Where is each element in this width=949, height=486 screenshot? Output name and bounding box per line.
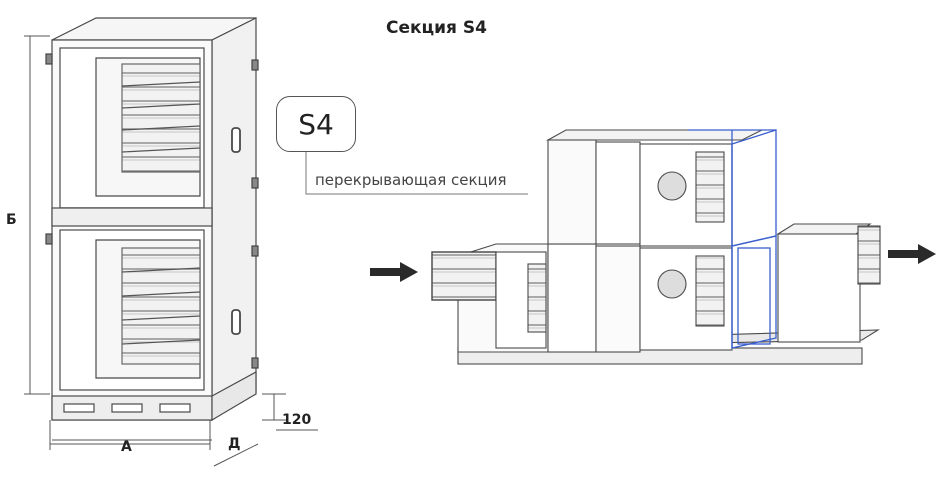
upper-module-2 [595, 141, 641, 245]
inlet-arrow-icon [370, 262, 418, 282]
dimension-lines [24, 35, 318, 467]
base-height-label: 120 [282, 412, 312, 428]
airflow-arrows [370, 244, 936, 282]
upper-block-top [545, 129, 763, 141]
section-badge: S4 [276, 96, 356, 152]
width-dimension-label: А [121, 439, 132, 455]
upper-damper [121, 63, 201, 173]
outlet-damper [857, 225, 881, 285]
lower-module-1 [547, 243, 597, 353]
lower-module-2 [595, 245, 641, 353]
section-caption: перекрывающая секция [315, 171, 507, 189]
outlet-module-body [777, 233, 861, 343]
upper-module-1 [547, 139, 597, 245]
upper-door-handle [231, 127, 241, 153]
overlapping-section-highlight [688, 129, 777, 349]
assembled-unit [431, 129, 881, 365]
intake-damper [431, 251, 497, 301]
outlet-module [776, 223, 872, 235]
cabinet-right-face [211, 17, 257, 422]
callout-leader [305, 152, 528, 195]
cabinet-drawing [45, 17, 259, 441]
height-dimension-label: Б [6, 212, 17, 228]
module-separator [51, 207, 213, 227]
depth-dimension-label: Д [228, 436, 241, 452]
page-title: Секция S4 [386, 18, 487, 38]
lower-damper [121, 247, 201, 365]
lower-door-handle [231, 309, 241, 335]
hinges [45, 53, 259, 369]
outlet-arrow-icon [888, 244, 936, 264]
base-side [211, 370, 257, 422]
